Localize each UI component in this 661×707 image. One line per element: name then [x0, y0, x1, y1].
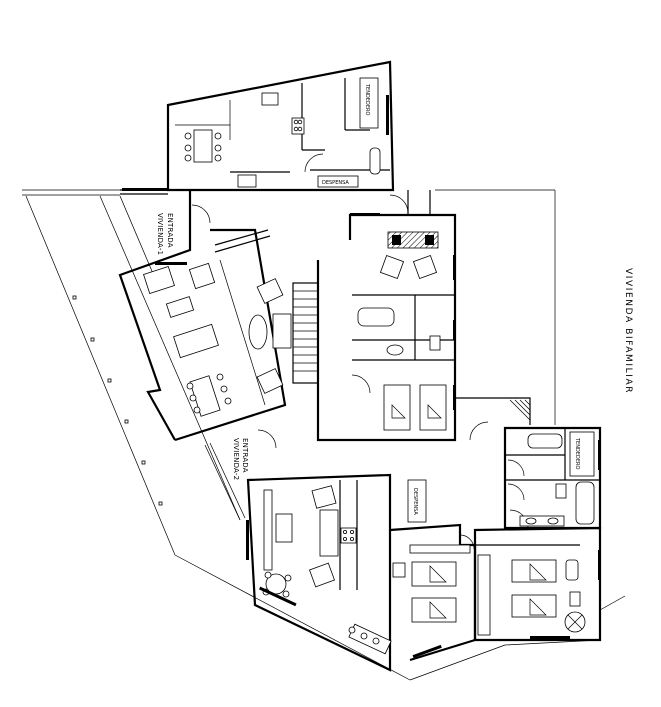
entrance-1-label-line2: VIVIENDA-1 — [156, 213, 164, 255]
staircase — [292, 282, 319, 384]
laundry-label-2: TENDEDERO — [574, 437, 580, 469]
entrance-2-label-line2: VIVIENDA-2 — [232, 438, 240, 480]
entrance-2-label-line1: ENTRADA — [241, 438, 249, 473]
dwelling-2-bedrooms — [389, 509, 602, 662]
central-bedroom-block — [316, 190, 457, 442]
window-marks — [122, 95, 601, 659]
secondary-stair — [455, 397, 531, 441]
dwelling-1-living: ENTRADA VIVIENDA-1 — [118, 190, 292, 442]
laundry-label-1: TENDEDERO — [364, 83, 370, 115]
pantry-label-1: DESPENSA — [322, 180, 349, 186]
site-boundary — [22, 189, 626, 681]
dwelling-2-living: ENTRADA VIVIENDA-2 DESPENSA — [232, 429, 427, 672]
kitchen-block-upper: TENDEDERO DESPENSA — [120, 60, 395, 195]
right-bathrooms: TENDEDERO — [503, 426, 602, 530]
entrance-1-label-line1: ENTRADA — [166, 213, 174, 248]
plan-title: VIVIENDA BIFAMILIAR — [623, 268, 633, 394]
pantry-label-2: DESPENSA — [412, 488, 418, 515]
